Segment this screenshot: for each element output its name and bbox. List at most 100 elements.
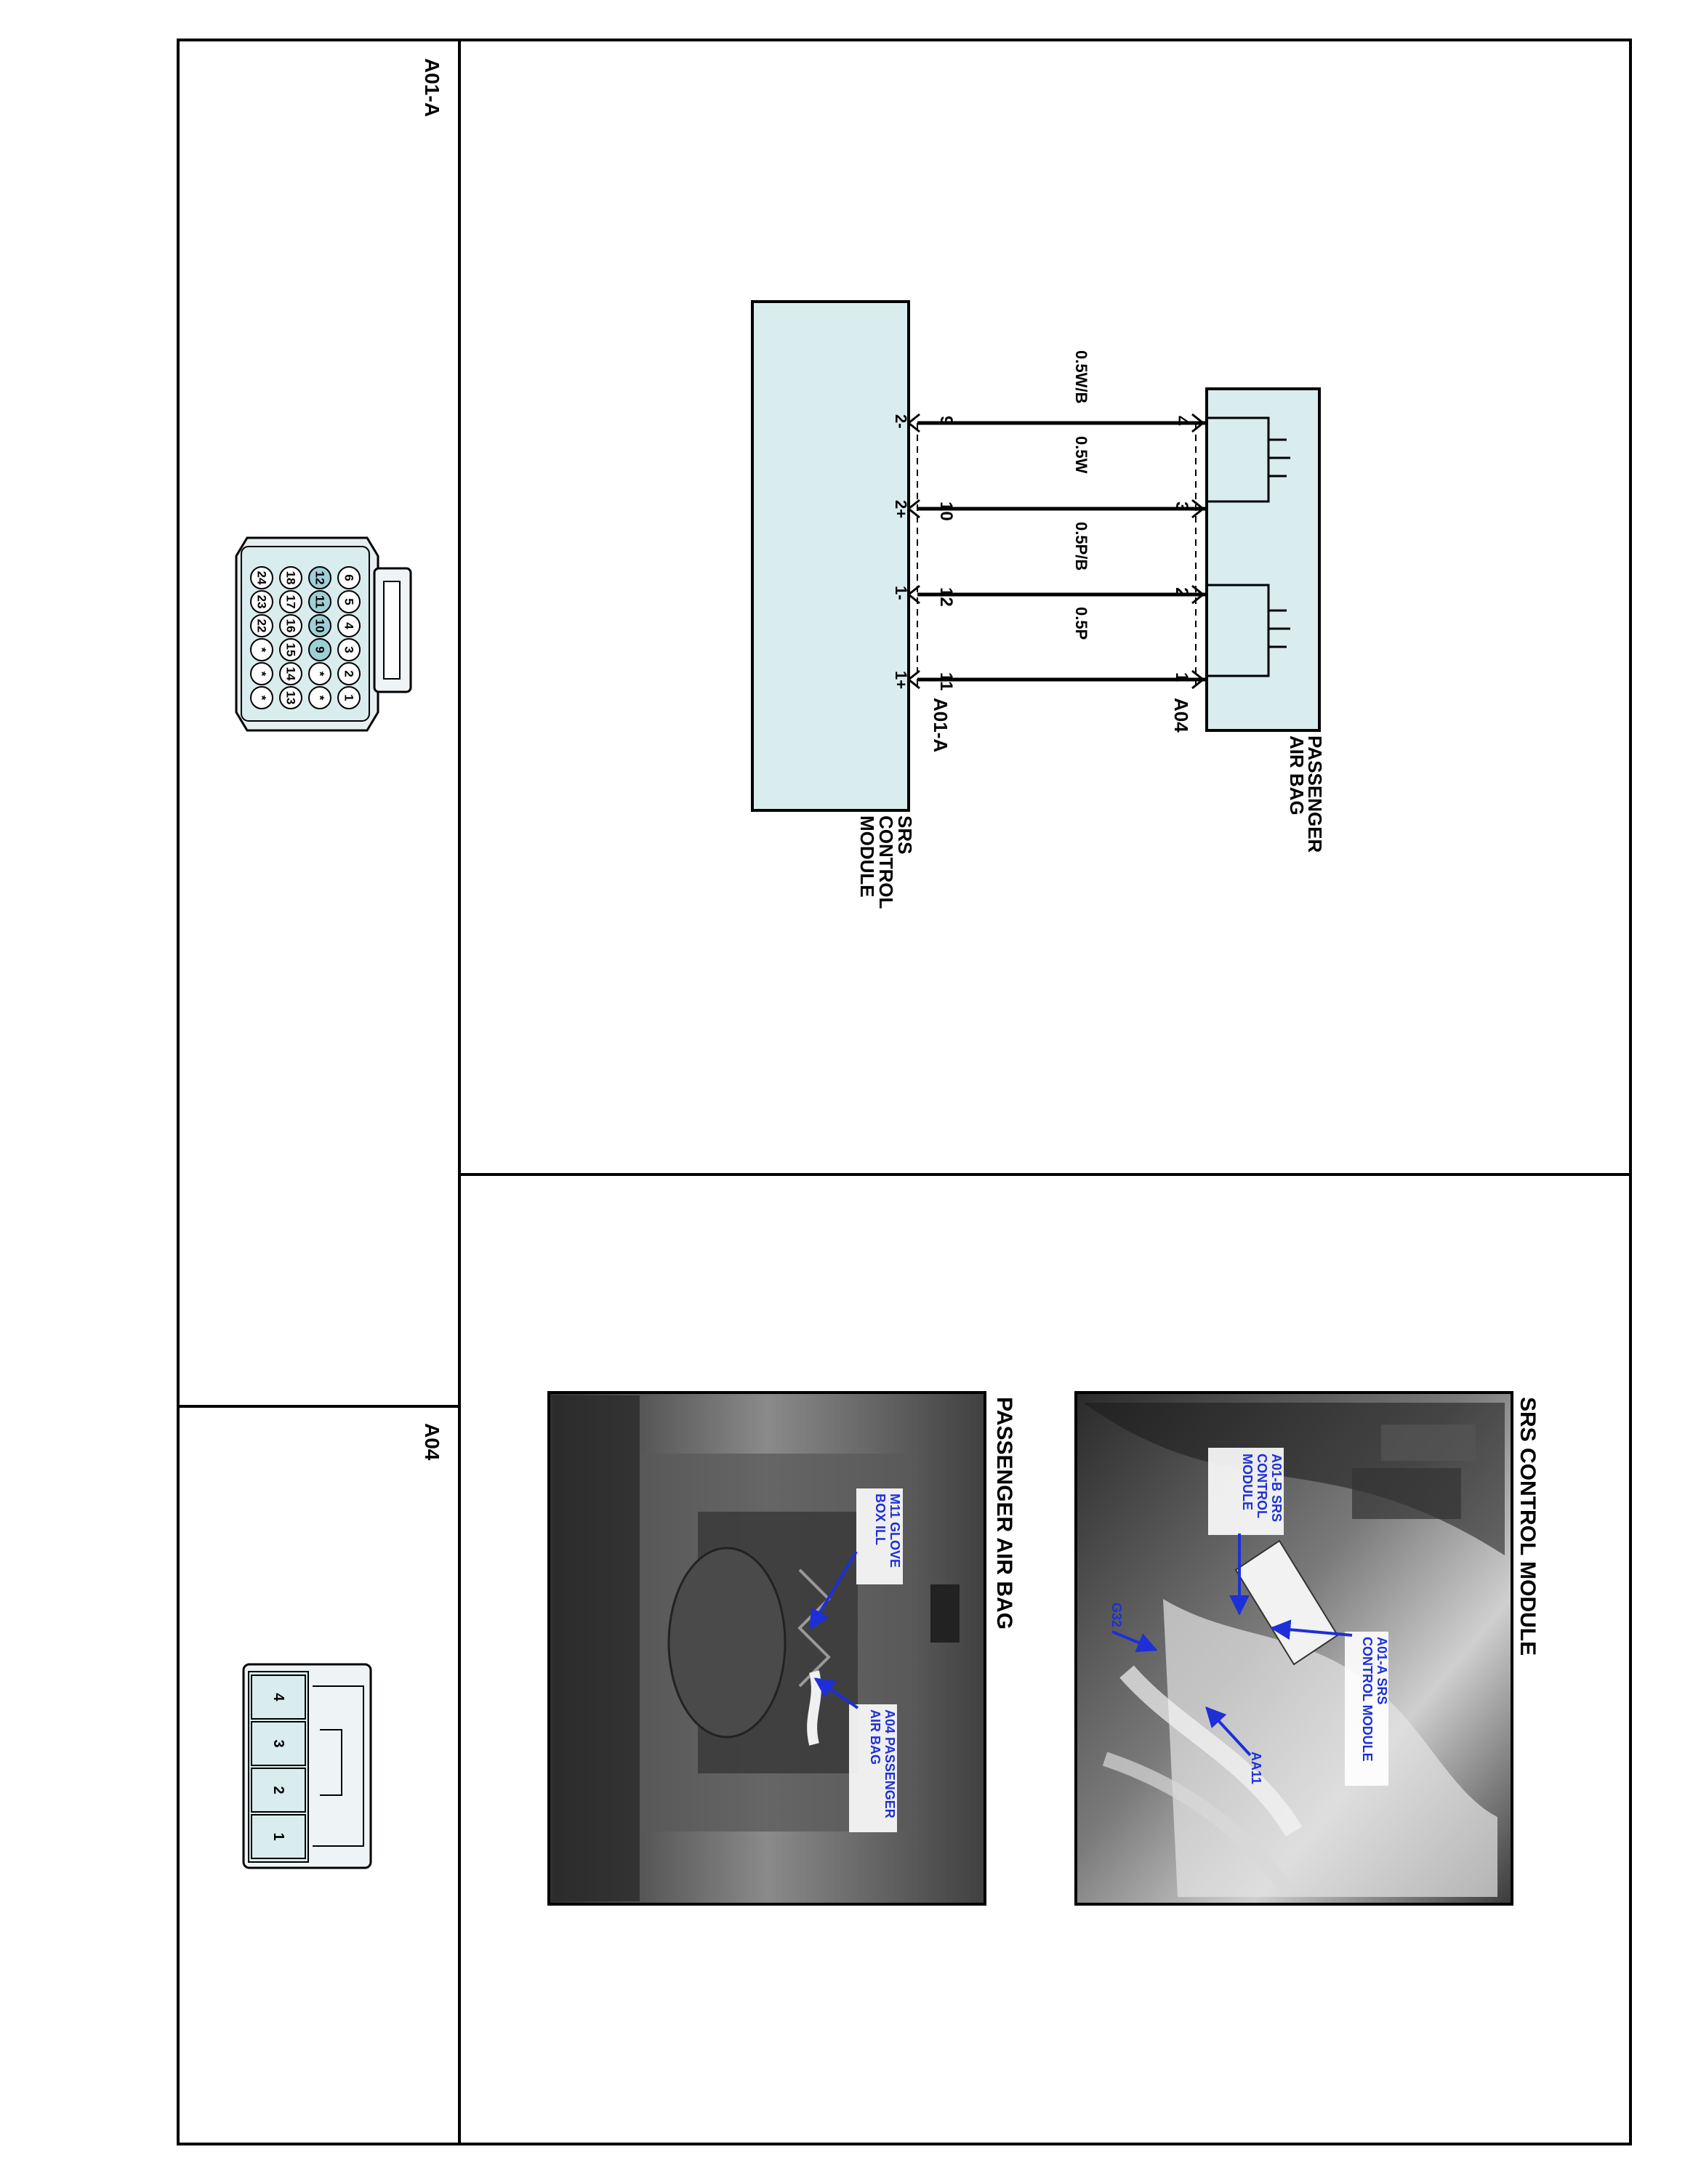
photo-airbag-title: PASSENGER AIR BAG <box>992 1397 1016 1629</box>
a01a-pin: 1 <box>337 686 361 709</box>
a01a-pin-label: * <box>255 696 269 701</box>
a01a-pin-label: 4 <box>342 622 356 629</box>
module-pin-number: 12 <box>936 587 956 607</box>
a01a-pin: 4 <box>337 614 361 637</box>
a01a-pin-label: 15 <box>284 643 298 657</box>
a04-pin: 4 <box>251 1675 306 1720</box>
svg-text:A04 PASSENGER: A04 PASSENGER <box>882 1709 897 1818</box>
photo-srs-title: SRS CONTROL MODULE <box>1516 1397 1540 1656</box>
schematic: PASSENGER AIR BAG A04 SRS CONTROL MODULE… <box>751 300 1326 909</box>
a01a-pin-label: 22 <box>255 619 269 633</box>
connector-a04-title: A04 <box>421 1423 443 1461</box>
a01a-pin: * <box>308 662 331 685</box>
a01a-pin-label: 9 <box>313 646 327 653</box>
srs-control-module-label: SRS CONTROL MODULE <box>856 815 916 909</box>
a04-pin-label: 3 <box>270 1739 286 1747</box>
module-pin-number: 9 <box>936 416 956 425</box>
a01a-pin: 24 <box>250 566 273 589</box>
airbag-connector-id: A04 <box>1170 698 1192 733</box>
callout-aa11: AA11 <box>1205 1706 1263 1784</box>
svg-text:AIR BAG: AIR BAG <box>868 1709 882 1765</box>
passenger-airbag-box <box>1205 387 1321 732</box>
a01a-pin-label: 16 <box>284 619 298 633</box>
a01a-pin: 11 <box>308 590 331 613</box>
a01a-pin: 23 <box>250 590 273 613</box>
svg-text:A01-B SRS: A01-B SRS <box>1269 1454 1284 1522</box>
a01a-pin-label: 6 <box>342 574 356 581</box>
photo-passenger-airbag-panel: PASSENGER AIR BAG M11 GLOVE BOX ILL A04 … <box>547 1391 1016 1906</box>
svg-text:AIR BAG: AIR BAG <box>1286 736 1308 815</box>
a01a-pin-label: 3 <box>342 646 356 653</box>
callout-m11-glove-box-ill: M11 GLOVE BOX ILL <box>809 1488 903 1630</box>
a01a-pin-label: 12 <box>313 571 327 585</box>
wire-color-code: 0.5P/B <box>1072 522 1090 571</box>
svg-text:MODULE: MODULE <box>856 815 878 898</box>
airbag-pin-number: 2 <box>1172 587 1191 597</box>
a01a-pin: 16 <box>279 614 302 637</box>
a01a-pin: 3 <box>337 638 361 661</box>
a01a-pin: 2 <box>337 662 361 685</box>
sheet-frame <box>177 39 1632 2145</box>
wire-color-code: 0.5W <box>1072 436 1090 474</box>
callout-a01b-srs-control-module: A01-B SRS CONTROL MODULE <box>1208 1448 1284 1616</box>
a01a-pin: 14 <box>279 662 302 685</box>
module-connector-id: A01-A <box>930 698 952 752</box>
svg-text:BOX ILL: BOX ILL <box>873 1494 888 1545</box>
a04-pin-label: 2 <box>270 1786 286 1794</box>
a04-pin: 1 <box>251 1814 306 1859</box>
callout-a01a-srs-control-module: A01-A SRS CONTROL MODULE <box>1270 1619 1389 1786</box>
airbag-pin-number: 1 <box>1172 672 1191 682</box>
module-pin-number: 10 <box>936 501 956 521</box>
svg-text:CONTROL: CONTROL <box>875 815 897 909</box>
a04-pin-label: 4 <box>270 1693 286 1701</box>
a01a-pin: 6 <box>337 566 361 589</box>
wire-run: 490.5W/B2- <box>892 350 1207 433</box>
a01a-pin: * <box>250 686 273 709</box>
photo-srs-control-module-panel: SRS CONTROL MODULE A01-B SRS CONTROL MOD… <box>1074 1391 1540 1906</box>
module-pin-function: 1+ <box>892 671 910 689</box>
a01a-pin: 18 <box>279 566 302 589</box>
a01a-pin-label: 18 <box>284 571 298 585</box>
a01a-pin-label: 13 <box>284 691 298 705</box>
wire-run: 3 10 0.5W 2+ <box>892 436 1207 521</box>
svg-text:G32: G32 <box>1109 1603 1124 1627</box>
a01a-pin-label: 11 <box>313 595 327 608</box>
svg-text:PASSENGER: PASSENGER <box>1304 736 1326 853</box>
airbag-pin-number: 4 <box>1172 416 1191 426</box>
a04-pin: 2 <box>251 1768 306 1813</box>
a01a-pin-label: 2 <box>342 670 356 677</box>
svg-text:CONTROL MODULE: CONTROL MODULE <box>1360 1637 1375 1762</box>
a01a-pin-label: 24 <box>255 571 269 585</box>
a01a-pin-label: * <box>255 648 269 653</box>
srs-control-module-box <box>751 300 910 812</box>
a01a-pin-label: 1 <box>342 694 356 701</box>
a01a-pin-label: 5 <box>342 598 356 605</box>
a01a-pin: * <box>308 686 331 709</box>
airbag-pin-number: 3 <box>1172 501 1191 511</box>
wire-color-code: 0.5P <box>1072 607 1090 640</box>
svg-text:AA11: AA11 <box>1249 1752 1263 1784</box>
callout-a04-passenger-airbag: A04 PASSENGER AIR BAG <box>813 1677 897 1832</box>
svg-text:MODULE: MODULE <box>1240 1454 1255 1510</box>
a01a-pin-label: 23 <box>255 595 269 609</box>
svg-text:SRS: SRS <box>894 815 916 854</box>
a01a-pin: 9 <box>308 638 331 661</box>
a01a-pin: 17 <box>279 590 302 613</box>
a04-pin: 3 <box>251 1721 306 1766</box>
a01a-pin-label: 17 <box>284 595 298 609</box>
a01a-pin: 12 <box>308 566 331 589</box>
a01a-pin: 22 <box>250 614 273 637</box>
callout-g32: G32 <box>1109 1603 1158 1653</box>
connector-a01a-panel: A01-A 6543211211109**181716151413242322*… <box>235 58 443 732</box>
a01a-pin-label: * <box>313 696 327 701</box>
connector-a04-panel: A04 4 3 2 1 <box>242 1423 443 1869</box>
a01a-pin-label: 14 <box>284 667 298 681</box>
a04-pin-label: 1 <box>270 1832 286 1840</box>
svg-text:M11 GLOVE: M11 GLOVE <box>888 1494 902 1568</box>
module-pin-function: 2+ <box>892 500 910 518</box>
